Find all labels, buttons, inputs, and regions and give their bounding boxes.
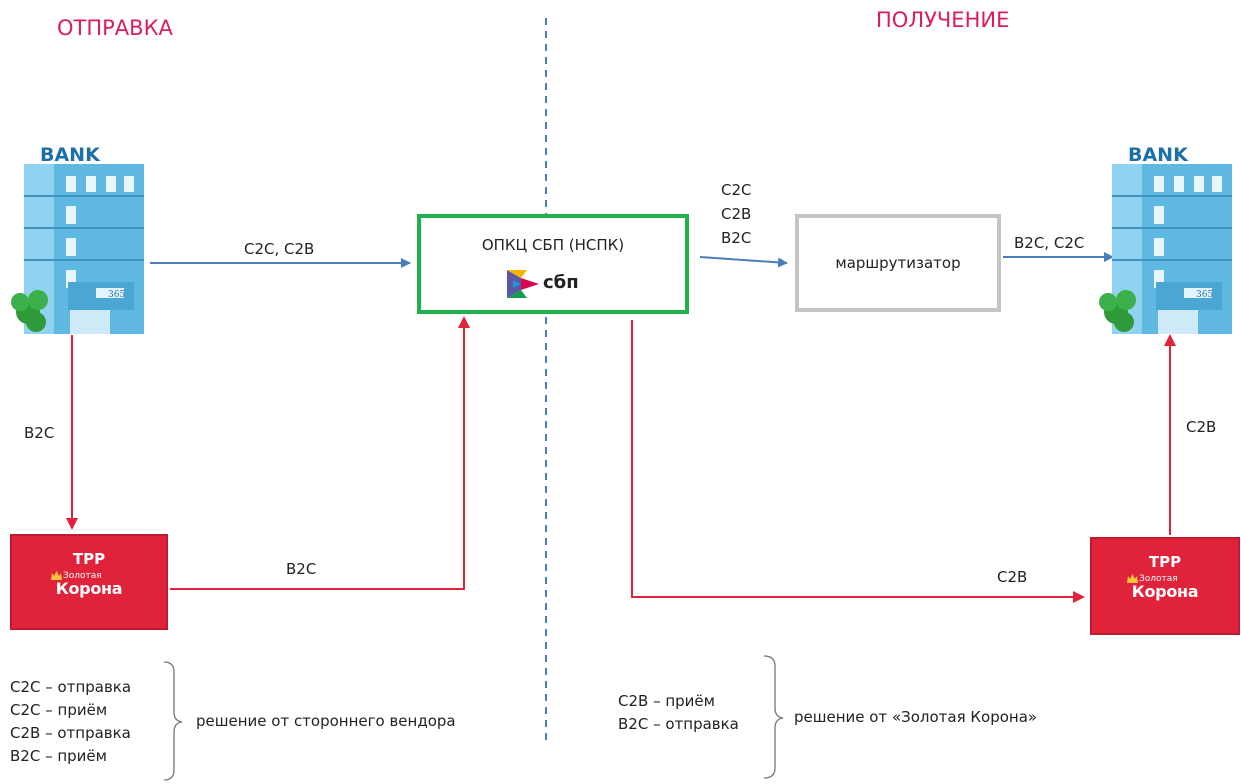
- sbp-logo-icon: [507, 270, 539, 298]
- edge-type: C2B: [721, 205, 752, 223]
- right-notes-solution: решение от «Золотая Корона»: [794, 708, 1038, 726]
- tpp-title: ТРР: [72, 550, 106, 568]
- zolotaya-korona-logo: Золотая Корона: [49, 571, 129, 598]
- opkc-title: ОПКЦ СБП (НСПК): [481, 236, 625, 254]
- logo-line2: Корона: [55, 579, 123, 598]
- logo-line1: Золотая: [63, 571, 102, 581]
- arrow-opkc-to-tpp: [631, 320, 1085, 603]
- label-tpp-to-bank: C2B: [1186, 418, 1217, 436]
- logo-line1: Золотая: [1139, 574, 1178, 584]
- left-notes-list: C2C – отправка C2C – приём C2B – отправк…: [10, 676, 131, 768]
- crown-icon: [51, 571, 62, 580]
- bank-sign: BANK: [1128, 144, 1188, 166]
- list-item: C2B – приём: [618, 692, 715, 710]
- opkc-sbp-box: ОПКЦ СБП (НСПК) сбп: [417, 214, 689, 314]
- label-opkc-to-router: C2C C2B B2C: [721, 178, 752, 250]
- left-notes-solution: решение от стороннего вендора: [196, 712, 456, 730]
- edge-type: C2C: [721, 181, 752, 199]
- right-notes-list: C2B – приём B2C – отправка: [618, 690, 739, 736]
- zolotaya-korona-logo: Золотая Корона: [1125, 574, 1205, 601]
- logo-line2: Корона: [1131, 582, 1199, 601]
- tpp-title: ТРР: [1148, 553, 1182, 571]
- router-label: маршрутизатор: [835, 254, 961, 272]
- list-item: C2C – отправка: [10, 678, 132, 696]
- heading-sending: ОТПРАВКА: [57, 16, 173, 40]
- crown-icon: [1127, 574, 1138, 583]
- bank-building-icon: [11, 164, 144, 334]
- bank-building-right: BANK 365: [1098, 140, 1238, 340]
- edge-type: B2C: [721, 229, 752, 247]
- tpp-box-right: ТРР Золотая Корона: [1090, 537, 1240, 635]
- label-router-to-bank: B2C, C2C: [1014, 234, 1085, 252]
- sbp-logo: сбп: [505, 268, 615, 300]
- heading-receiving: ПОЛУЧЕНИЕ: [876, 8, 1010, 32]
- bank-door-number: 365: [1196, 290, 1214, 300]
- label-bank-to-opkc: C2C, C2B: [244, 240, 315, 258]
- label-opkc-to-tpp: C2B: [997, 568, 1028, 586]
- bank-building-left: BANK 365: [10, 140, 150, 340]
- arrow-opkc-to-router: [699, 256, 788, 268]
- bank-building-icon: [1099, 164, 1232, 334]
- tpp-box-left: ТРР Золотая Корона: [10, 534, 168, 630]
- sbp-logo-text: сбп: [543, 272, 579, 293]
- list-item: C2C – приём: [10, 701, 108, 719]
- list-item: B2C – отправка: [618, 715, 739, 733]
- left-brace: [163, 661, 183, 781]
- router-box: маршрутизатор: [795, 214, 1001, 312]
- list-item: C2B – отправка: [10, 724, 131, 742]
- label-bank-to-tpp: B2C: [24, 424, 55, 442]
- arrow-tpp-to-opkc: [170, 316, 470, 590]
- label-tpp-to-opkc: B2C: [286, 560, 317, 578]
- bank-sign: BANK: [40, 144, 100, 166]
- right-brace: [763, 655, 784, 779]
- bank-door-number: 365: [108, 290, 126, 300]
- list-item: B2C – приём: [10, 747, 107, 765]
